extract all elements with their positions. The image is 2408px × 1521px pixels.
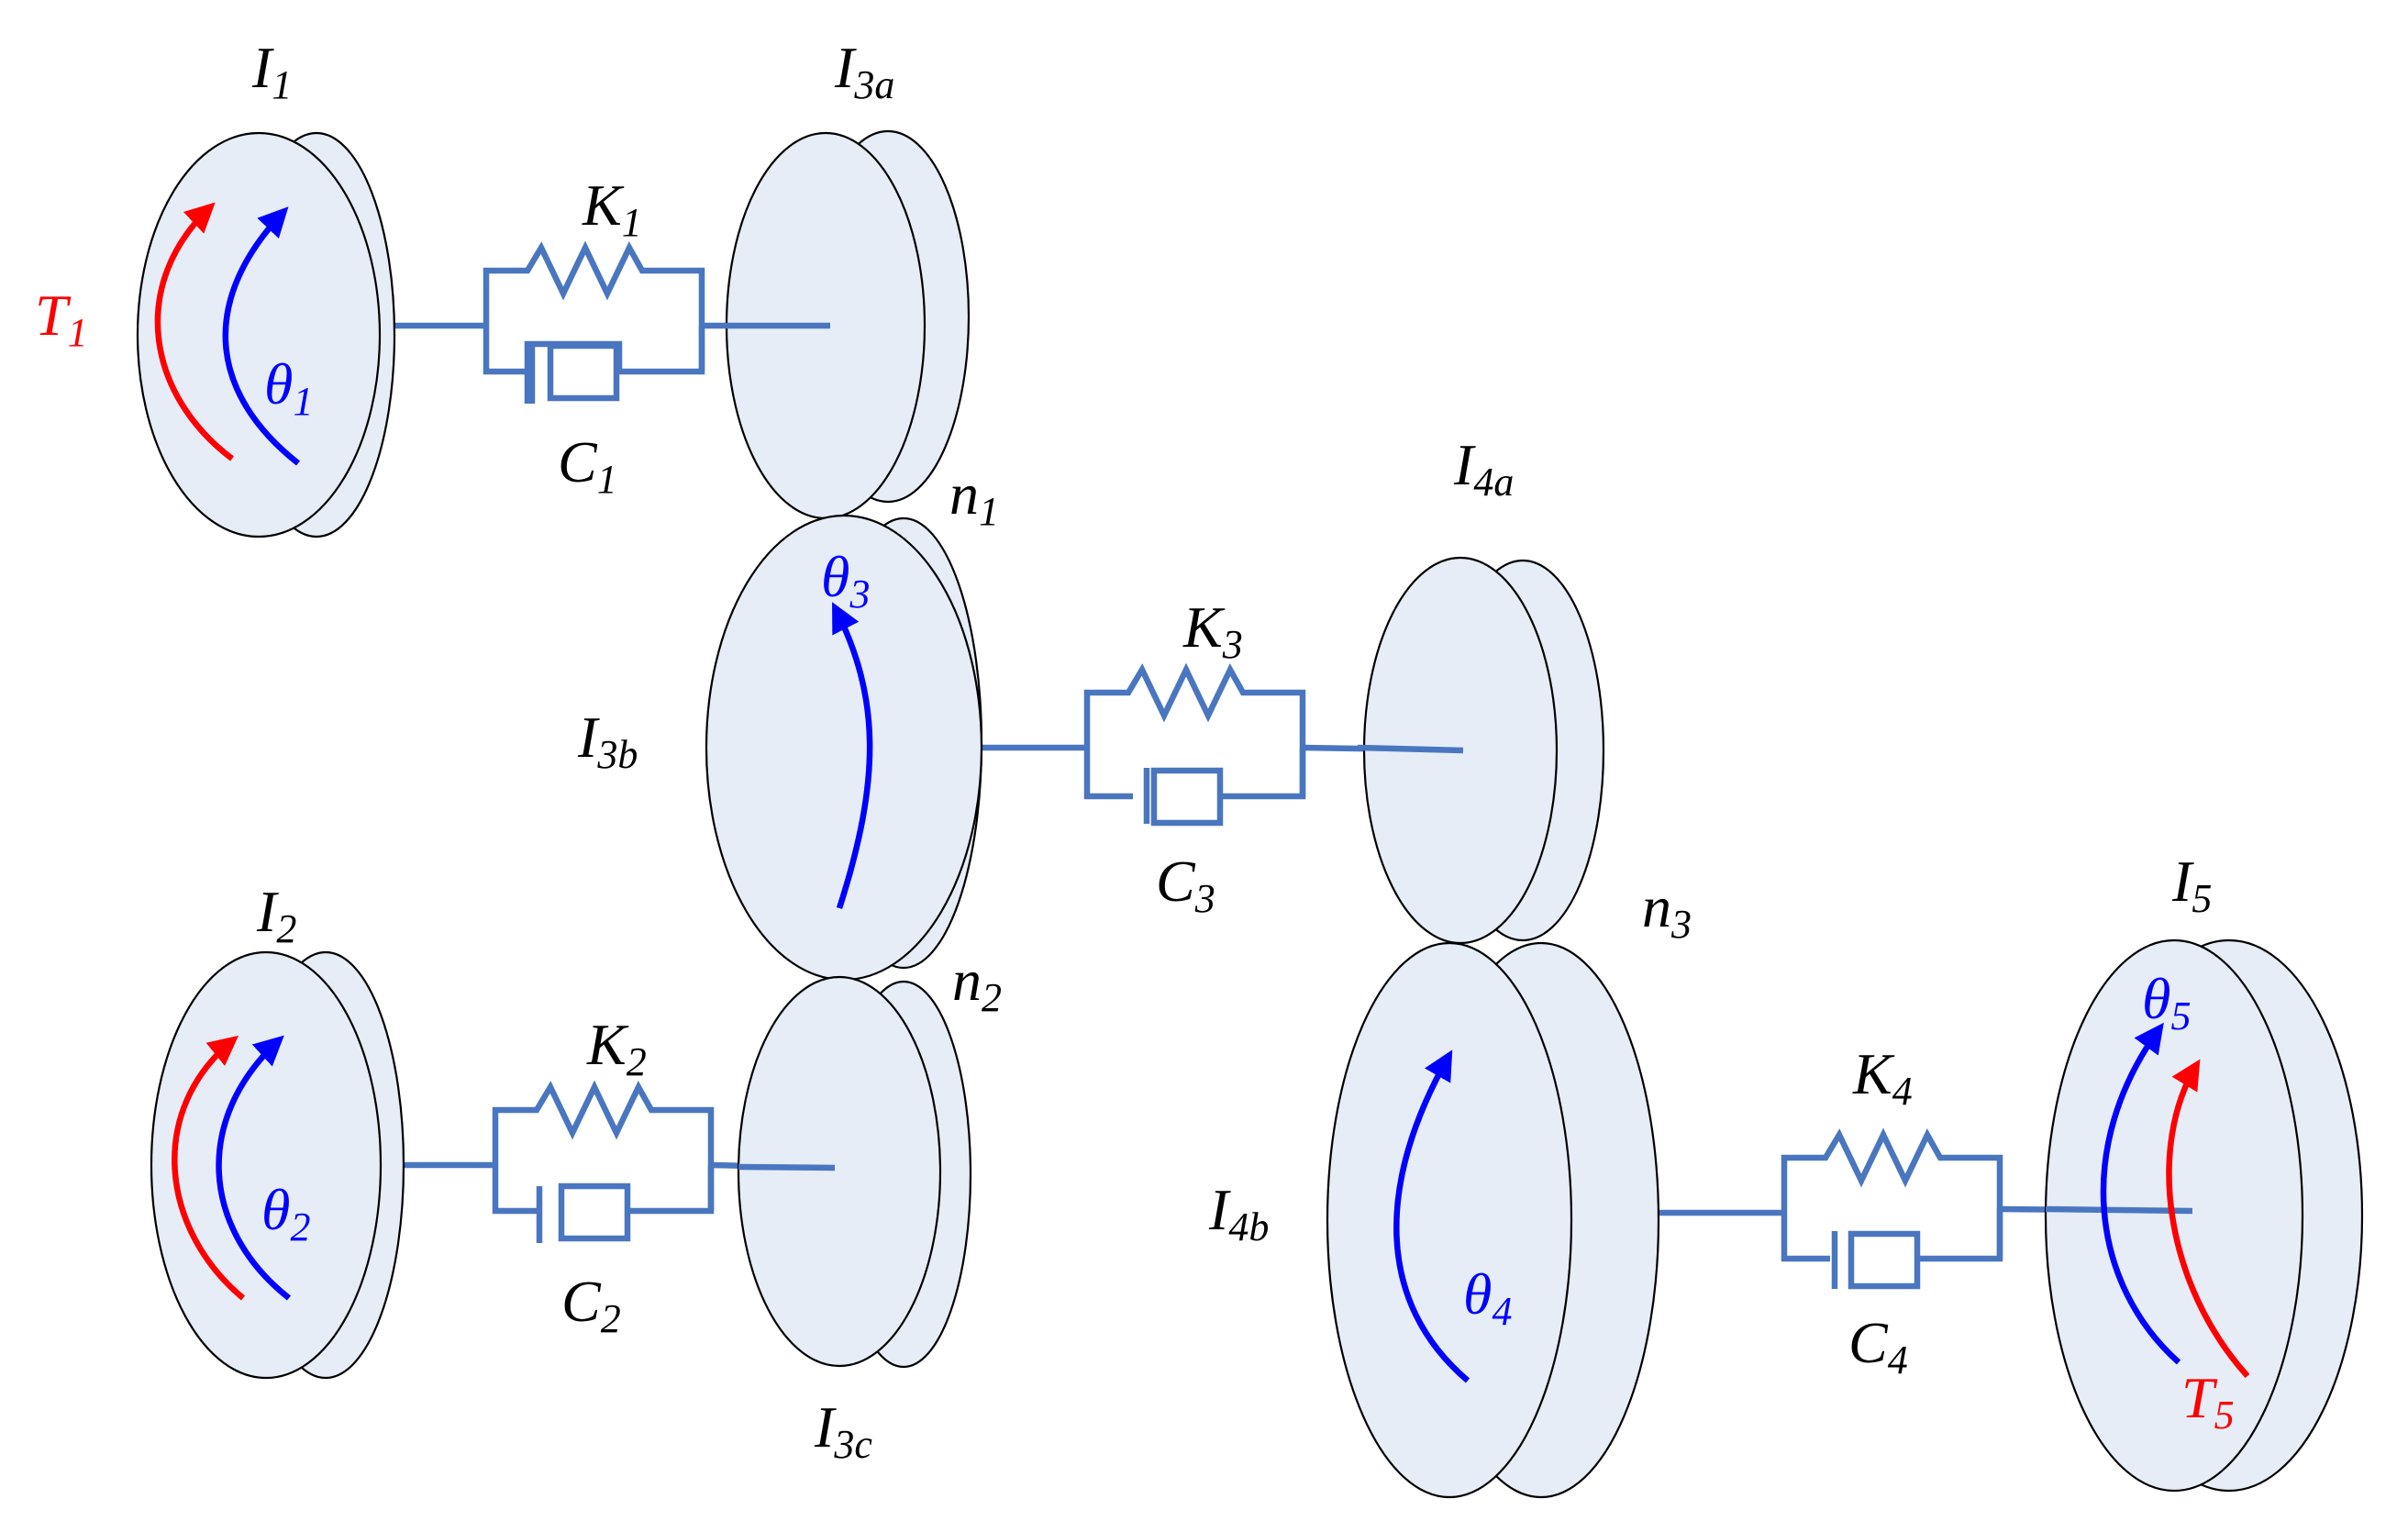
angle-arrow-theta2 — [216, 1035, 292, 1301]
torque-arrow-T2 — [172, 1035, 246, 1301]
label-I5: I5 — [2171, 849, 2212, 921]
disk-I1 — [136, 131, 396, 538]
coupling-2 — [492, 1080, 715, 1243]
coupling-1 — [483, 240, 705, 404]
label-C3: C3 — [1156, 849, 1215, 921]
label-theta4: θ4 — [1463, 1261, 1512, 1334]
shaft-4-stub — [2045, 1205, 2193, 1215]
label-K4: K4 — [1852, 1041, 1913, 1114]
angle-arrow-theta5 — [2100, 1022, 2181, 1365]
disk-I2 — [150, 950, 405, 1380]
label-theta5: θ5 — [2142, 966, 2191, 1038]
label-C1: C1 — [558, 429, 617, 502]
label-I1: I1 — [251, 35, 292, 107]
label-C2: C2 — [561, 1269, 621, 1341]
label-K1: K1 — [582, 172, 642, 245]
label-n2: n2 — [952, 948, 1002, 1020]
coupling-4 — [1781, 1127, 2003, 1290]
label-I4a: I4a — [1453, 432, 1514, 505]
label-n1: n1 — [949, 461, 999, 534]
disk-I3c — [737, 975, 972, 1369]
label-T5: T5 — [2181, 1365, 2235, 1438]
label-I3b: I3b — [577, 705, 638, 777]
angle-arrow-theta4 — [1393, 1049, 1470, 1383]
label-theta3: θ3 — [821, 544, 870, 616]
label-T1: T1 — [35, 283, 88, 355]
disk-I3a — [725, 129, 971, 520]
angle-arrow-theta3 — [832, 602, 873, 909]
shaft-3-stub — [1357, 744, 1464, 754]
angle-arrow-theta1 — [222, 206, 301, 466]
label-K2: K2 — [586, 1012, 647, 1084]
label-I2: I2 — [256, 879, 296, 951]
label-theta2: θ2 — [261, 1177, 310, 1249]
shaft-2-stub — [738, 1163, 836, 1171]
label-theta1: θ1 — [264, 351, 313, 424]
label-I3a: I3a — [834, 35, 894, 107]
label-I4b: I4b — [1208, 1177, 1269, 1249]
disk-I4b — [1326, 941, 1660, 1499]
label-n3: n3 — [1642, 874, 1692, 947]
label-K3: K3 — [1182, 594, 1243, 667]
coupling-3 — [1083, 662, 1306, 827]
label-C4: C4 — [1848, 1310, 1908, 1382]
label-I3c: I3c — [814, 1394, 872, 1467]
torque-arrow-T5 — [2166, 1059, 2250, 1379]
torque-arrow-T1 — [154, 202, 234, 461]
